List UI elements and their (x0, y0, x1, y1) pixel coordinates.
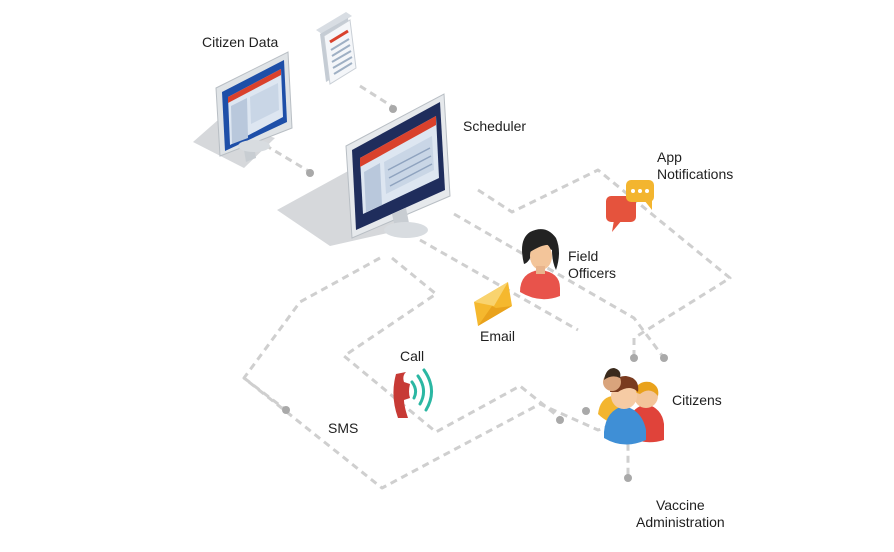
app-notifications-label-line2: Notifications (657, 166, 734, 182)
call-label: Call (400, 348, 425, 364)
citizen-data-label: Citizen Data (202, 34, 279, 50)
chat-bubbles-icon (606, 180, 654, 232)
app-notifications-label-line1: App (657, 149, 682, 165)
scheduler-label: Scheduler (463, 118, 527, 134)
monitor-icon (193, 51, 293, 168)
field-officers-label: Field Officers (568, 248, 616, 282)
phone-icon (393, 368, 433, 418)
vaccine-administration-label: Vaccine Administration (636, 497, 725, 531)
vaccine-administration-label-line1: Vaccine (655, 497, 705, 513)
email-label: Email (480, 328, 516, 344)
vaccine-administration-label-line2: Administration (636, 514, 725, 530)
citizens-label: Citizens (672, 392, 722, 408)
connector-end-dots (282, 105, 668, 482)
monitor-icon (277, 93, 451, 246)
sms-label: SMS (328, 420, 359, 436)
field-officers-label-line2: Officers (568, 265, 616, 281)
person-icon (520, 229, 560, 300)
envelope-icon (474, 282, 512, 326)
connector-lines (242, 84, 732, 490)
citizens-group-icon (598, 368, 664, 445)
document-icon (316, 12, 357, 85)
app-notifications-label: App Notifications (657, 149, 733, 183)
field-officers-label-line1: Field (568, 248, 599, 264)
